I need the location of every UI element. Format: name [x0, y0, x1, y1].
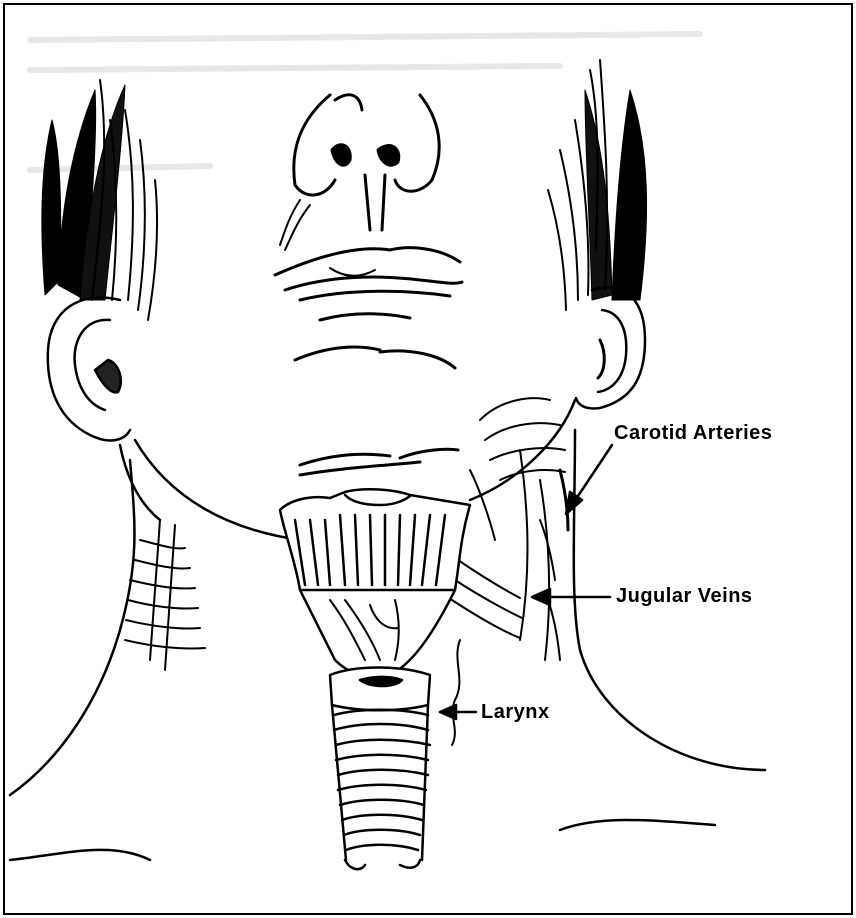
carotid-arteries-label: Carotid Arteries	[614, 422, 772, 445]
right-hair	[548, 60, 647, 310]
left-neck-hatching	[125, 520, 205, 670]
jugular-veins-label: Jugular Veins	[616, 585, 753, 608]
vein-detail	[452, 640, 460, 745]
jugular-arrow	[532, 589, 610, 605]
left-ear	[48, 297, 130, 440]
right-ear	[576, 287, 645, 408]
nose	[280, 95, 439, 250]
trachea	[330, 668, 430, 870]
thyroid-cartilage	[280, 489, 470, 677]
chin	[295, 347, 458, 475]
mouth	[275, 248, 462, 320]
left-hair	[42, 80, 157, 320]
larynx-arrow	[440, 705, 476, 719]
carotid-arrow	[566, 445, 612, 514]
right-neck-hatching	[452, 398, 568, 660]
larynx-label: Larynx	[481, 701, 550, 724]
